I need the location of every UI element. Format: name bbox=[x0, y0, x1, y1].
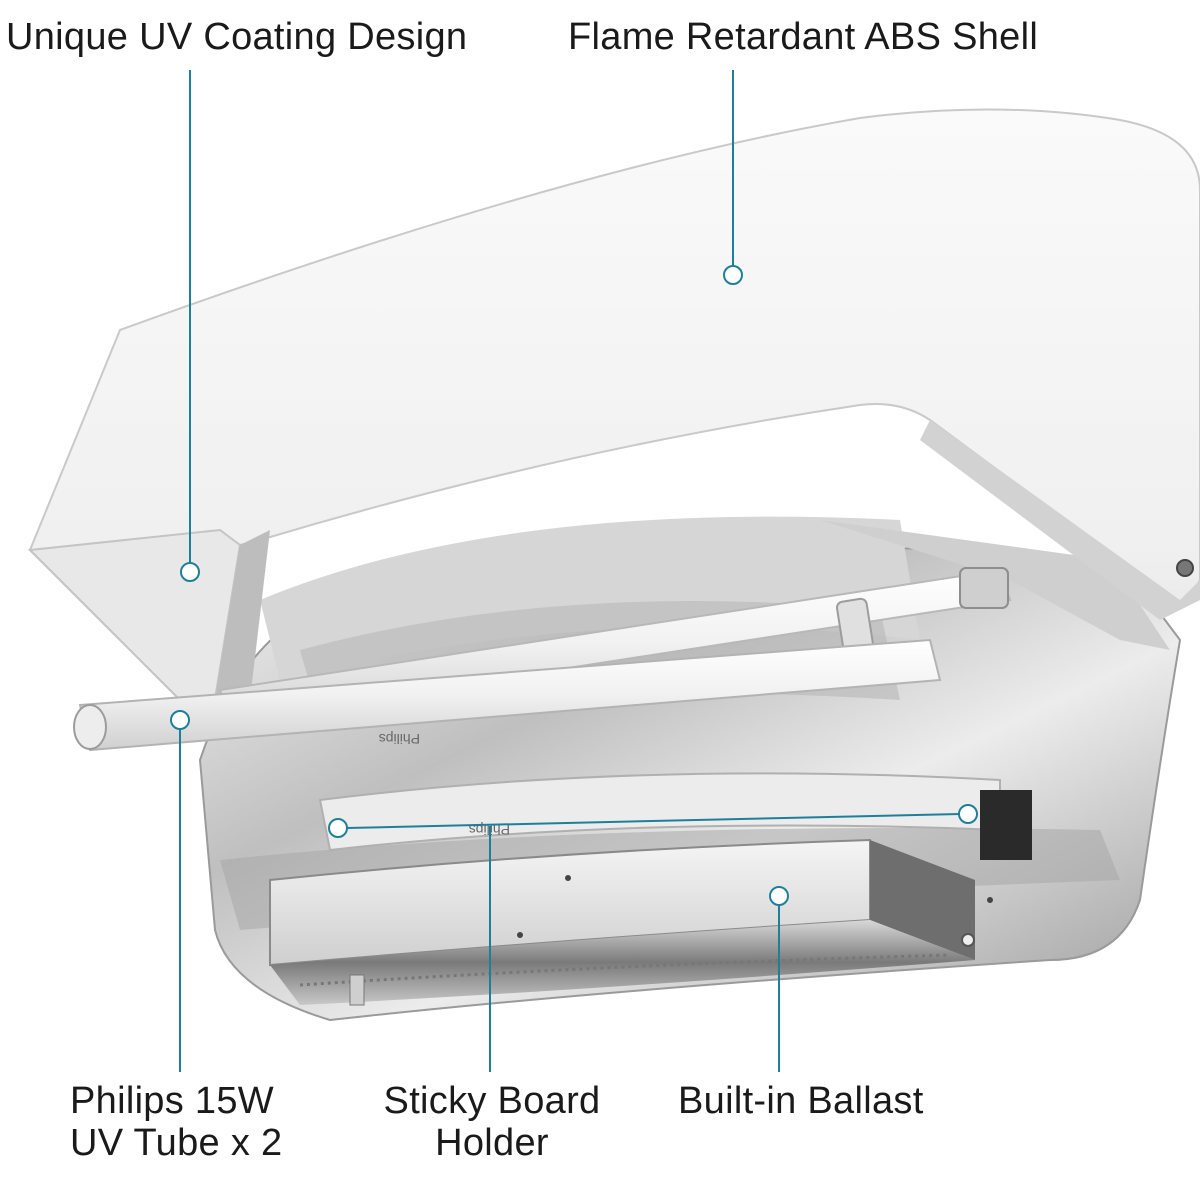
uv-tube-line1: Philips 15W bbox=[70, 1080, 274, 1122]
sticky-board-line2: Holder bbox=[435, 1122, 549, 1164]
callout-dot-sticky-left bbox=[328, 818, 348, 838]
callout-dot-uv-tube bbox=[170, 710, 190, 730]
callout-dot-abs-shell bbox=[723, 265, 743, 285]
uv-tube-line2: UV Tube x 2 bbox=[70, 1122, 283, 1164]
callout-label-ballast: Built-in Ballast bbox=[678, 1080, 924, 1122]
callout-dot-sticky-right bbox=[958, 804, 978, 824]
tube-print-front: Philips bbox=[379, 731, 420, 747]
callout-label-abs-shell: Flame Retardant ABS Shell bbox=[568, 16, 1039, 58]
callout-lines bbox=[170, 70, 978, 1072]
callout-label-sticky-board: Sticky Board Holder bbox=[378, 1080, 606, 1164]
ballast-box bbox=[269, 838, 993, 1006]
callout-label-uv-coating: Unique UV Coating Design bbox=[6, 16, 468, 58]
sticky-board-line1: Sticky Board bbox=[383, 1080, 601, 1122]
callout-dot-ballast bbox=[769, 886, 789, 906]
callout-dot-uv-coating bbox=[180, 562, 200, 582]
callout-label-uv-tube: Philips 15W UV Tube x 2 bbox=[70, 1080, 282, 1164]
callout-line-sticky-board bbox=[346, 813, 961, 829]
uv-tube-front: Philips bbox=[73, 638, 942, 752]
